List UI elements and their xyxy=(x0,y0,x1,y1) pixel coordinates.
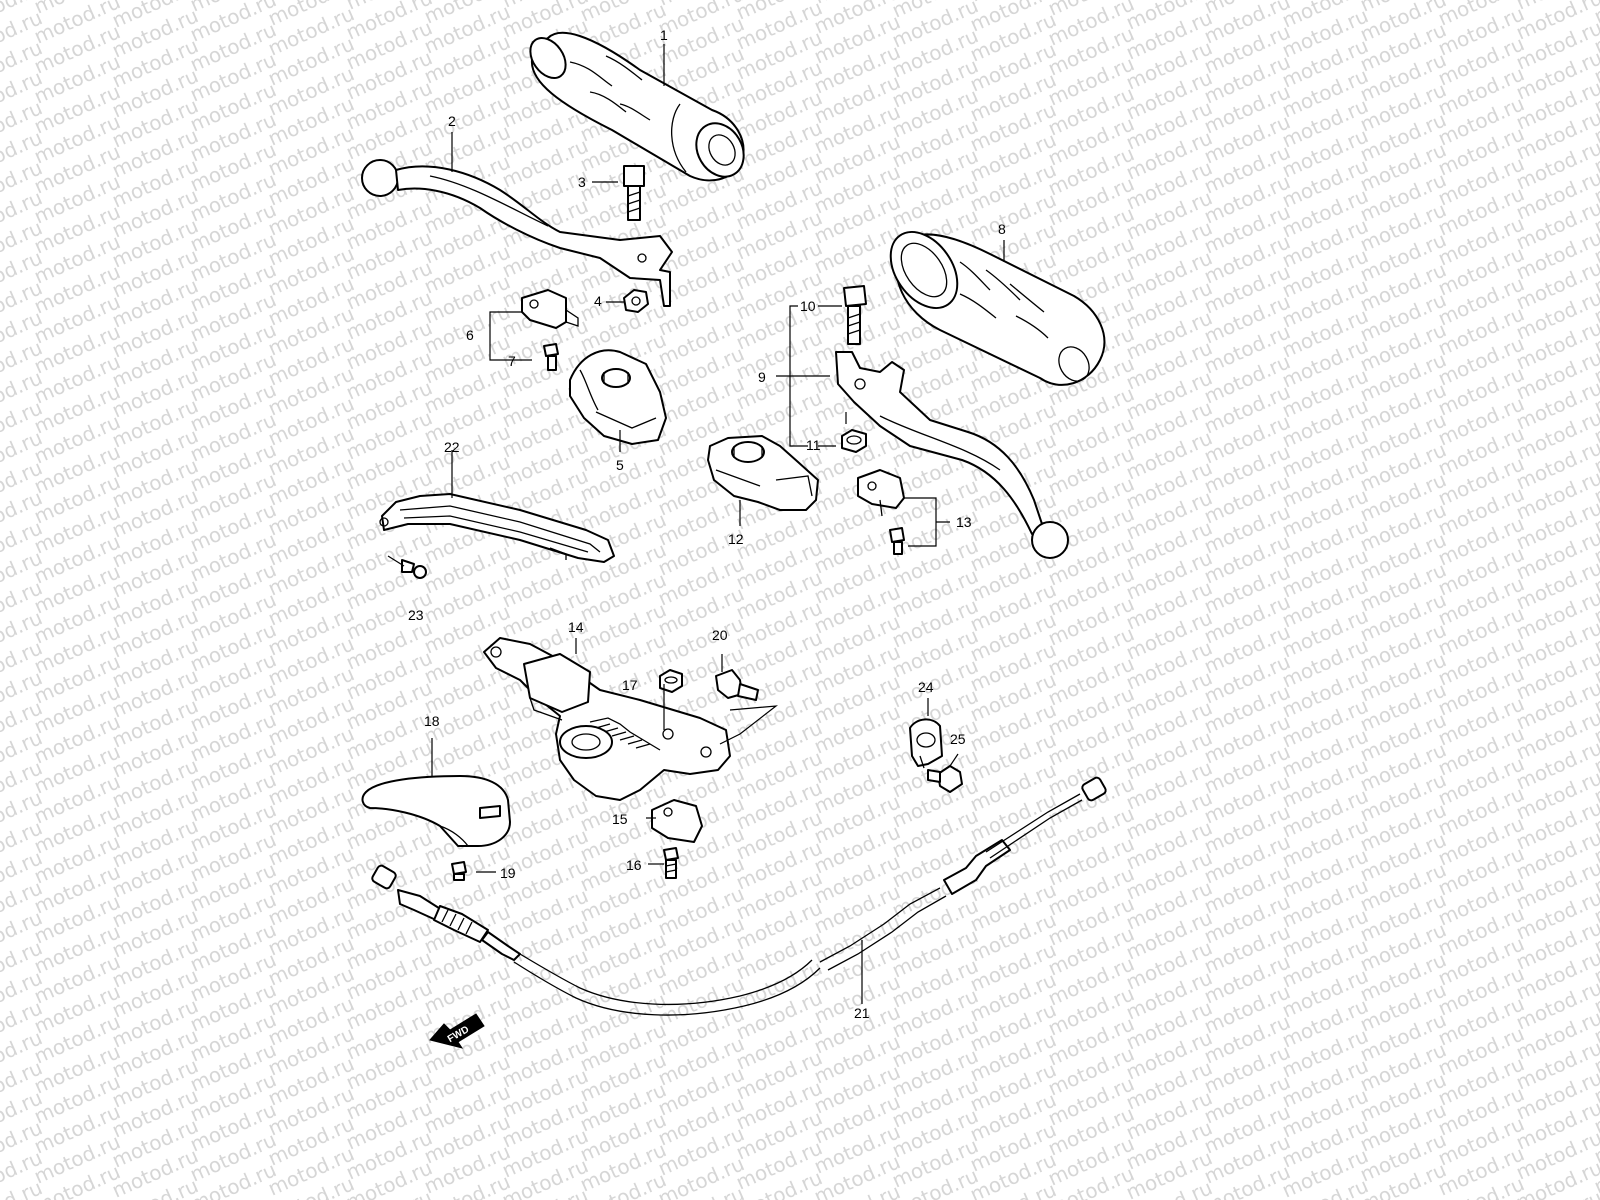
part-bolt-20 xyxy=(715,669,759,701)
leader-lines xyxy=(387,44,1005,1004)
part-switch-15 xyxy=(651,799,703,843)
callout-16: 16 xyxy=(626,857,642,873)
callout-5: 5 xyxy=(616,457,624,473)
part-screw-16 xyxy=(663,847,679,879)
callout-11: 11 xyxy=(806,437,821,453)
part-nut-11 xyxy=(841,429,867,453)
callout-25: 25 xyxy=(950,731,966,747)
part-screw-7 xyxy=(543,343,559,371)
callout-labels: 1 2 3 4 5 6 7 8 9 10 11 12 13 14 15 16 1… xyxy=(408,27,1006,1021)
callout-2: 2 xyxy=(448,113,456,129)
callout-24: 24 xyxy=(918,679,934,695)
callout-18: 18 xyxy=(424,713,440,729)
callout-6: 6 xyxy=(466,327,474,343)
part-clutch-lever-9 xyxy=(835,351,1069,559)
part-grip-left xyxy=(889,231,1106,386)
part-lever-holder-12 xyxy=(707,435,819,511)
part-bracket-14 xyxy=(483,637,731,801)
part-clamp-24 xyxy=(909,718,943,769)
callout-20: 20 xyxy=(712,627,728,643)
callout-17: 17 xyxy=(622,677,638,693)
part-nut-4 xyxy=(623,289,649,313)
part-pad-18 xyxy=(361,775,511,847)
part-lever-holder-5 xyxy=(569,349,667,445)
part-brake-lever xyxy=(361,159,673,307)
callout-19: 19 xyxy=(500,865,516,881)
callout-13: 13 xyxy=(956,514,972,530)
part-screw-23 xyxy=(401,559,427,579)
callout-10: 10 xyxy=(800,298,816,314)
callout-7: 7 xyxy=(508,353,516,369)
callout-15: 15 xyxy=(612,811,628,827)
part-bolt-10 xyxy=(843,285,867,345)
part-cable-21 xyxy=(371,776,1107,1016)
part-nut-17 xyxy=(659,669,683,693)
part-grip-right xyxy=(529,31,745,182)
callout-22: 22 xyxy=(444,439,460,455)
part-switch-6 xyxy=(521,289,579,329)
callout-8: 8 xyxy=(998,221,1006,237)
part-switch-13 xyxy=(857,469,905,555)
part-bolt-25 xyxy=(927,765,963,793)
part-pivot-bolt-3 xyxy=(623,165,645,221)
callout-3: 3 xyxy=(578,174,586,190)
watermark-text: motod.ru xyxy=(1590,0,1600,29)
callout-23: 23 xyxy=(408,607,424,623)
callout-1: 1 xyxy=(660,27,668,43)
callout-14: 14 xyxy=(568,619,584,635)
callout-4: 4 xyxy=(594,293,602,309)
callout-9: 9 xyxy=(758,369,766,385)
callout-21: 21 xyxy=(854,1005,870,1021)
part-cover-22 xyxy=(379,493,615,563)
part-screw-19 xyxy=(451,861,467,881)
callout-12: 12 xyxy=(728,531,744,547)
